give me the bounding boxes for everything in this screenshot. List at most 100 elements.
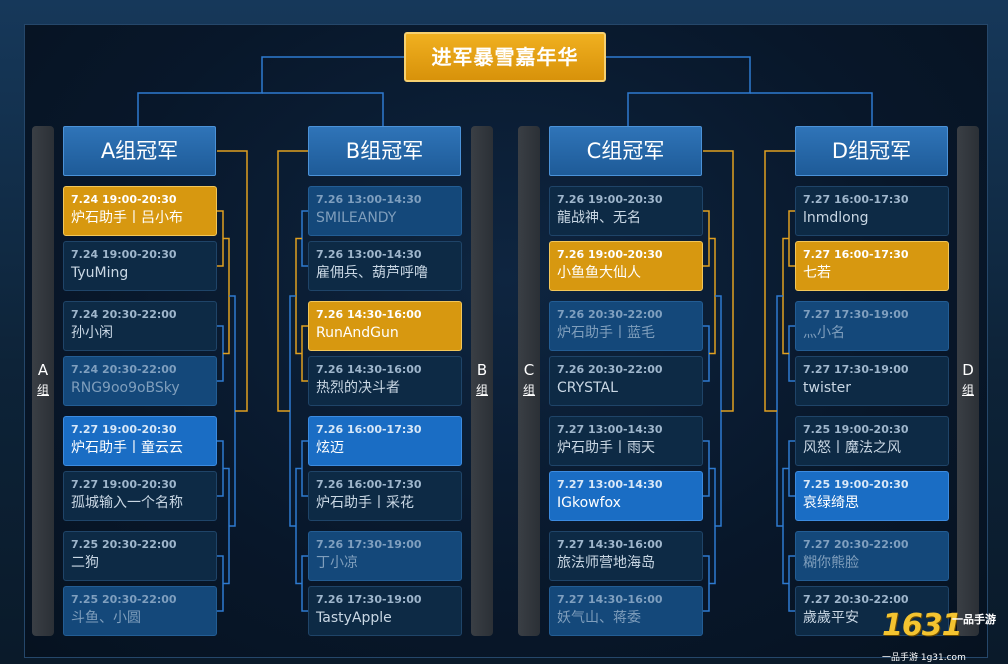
player-name: 歲歲平安: [803, 610, 859, 626]
match-time: 7.27 14:30-16:00: [557, 538, 663, 551]
match-card-c-5[interactable]: 7.27 13:00-14:30 炉石助手丨雨天: [549, 416, 703, 466]
match-card-d-1[interactable]: 7.27 16:00-17:30 lnmdlong: [795, 186, 949, 236]
match-card-c-7[interactable]: 7.27 14:30-16:00 旅法师营地海岛: [549, 531, 703, 581]
player-name: 糊你熊脸: [803, 555, 859, 571]
match-time: 7.24 20:30-22:00: [71, 308, 177, 321]
group-header-a[interactable]: A组冠军: [63, 126, 216, 176]
player-name: SMILEANDY: [316, 210, 397, 226]
match-card-b-4[interactable]: 7.26 14:30-16:00 热烈的决斗者: [308, 356, 462, 406]
site-logo: 1631 一品手游 一品手游 1g31.com: [882, 608, 996, 663]
group-header-d[interactable]: D组冠军: [795, 126, 948, 176]
player-name: 炉石助手丨吕小布: [71, 210, 183, 226]
match-card-d-6[interactable]: 7.25 19:00-20:30 哀绿绮思: [795, 471, 949, 521]
match-time: 7.26 20:30-22:00: [557, 308, 663, 321]
player-name: CRYSTAL: [557, 380, 618, 396]
match-time: 7.27 17:30-19:00: [803, 363, 909, 376]
player-name: 斗鱼、小圆: [71, 610, 141, 626]
match-time: 7.25 19:00-20:30: [803, 478, 909, 491]
match-time: 7.24 19:00-20:30: [71, 248, 177, 261]
player-name: 丁小凉: [316, 555, 358, 571]
player-name: 灬小名: [803, 325, 845, 341]
match-time: 7.26 16:00-17:30: [316, 478, 422, 491]
player-name: 炫迈: [316, 440, 344, 456]
player-name: RNG9oo9oBSky: [71, 380, 180, 396]
player-name: 孤城输入一个名称: [71, 495, 183, 511]
player-name: TastyApple: [316, 610, 392, 626]
player-name: 妖气山、蒋委: [557, 610, 641, 626]
match-card-a-8[interactable]: 7.25 20:30-22:00 斗鱼、小圆: [63, 586, 217, 636]
match-time: 7.26 17:30-19:00: [316, 593, 422, 606]
match-time: 7.26 13:00-14:30: [316, 193, 422, 206]
match-card-d-2[interactable]: 7.27 16:00-17:30 七若: [795, 241, 949, 291]
player-name: 炉石助手丨采花: [316, 495, 414, 511]
match-card-c-8[interactable]: 7.27 14:30-16:00 妖气山、蒋委: [549, 586, 703, 636]
match-card-a-1[interactable]: 7.24 19:00-20:30 炉石助手丨吕小布: [63, 186, 217, 236]
match-card-d-3[interactable]: 7.27 17:30-19:00 灬小名: [795, 301, 949, 351]
player-name: 哀绿绮思: [803, 495, 859, 511]
match-card-a-7[interactable]: 7.25 20:30-22:00 二狗: [63, 531, 217, 581]
match-card-a-3[interactable]: 7.24 20:30-22:00 孙小闲: [63, 301, 217, 351]
player-name: 旅法师营地海岛: [557, 555, 655, 571]
match-time: 7.27 14:30-16:00: [557, 593, 663, 606]
match-time: 7.24 20:30-22:00: [71, 363, 177, 376]
match-time: 7.26 13:00-14:30: [316, 248, 422, 261]
match-time: 7.27 17:30-19:00: [803, 308, 909, 321]
group-header-c[interactable]: C组冠军: [549, 126, 702, 176]
match-card-d-4[interactable]: 7.27 17:30-19:00 twister: [795, 356, 949, 406]
match-time: 7.26 14:30-16:00: [316, 363, 422, 376]
match-card-d-5[interactable]: 7.25 19:00-20:30 风怒丨魔法之风: [795, 416, 949, 466]
group-header-b[interactable]: B组冠军: [308, 126, 461, 176]
player-name: 炉石助手丨蓝毛: [557, 325, 655, 341]
match-time: 7.27 16:00-17:30: [803, 193, 909, 206]
match-time: 7.26 20:30-22:00: [557, 363, 663, 376]
player-name: 炉石助手丨雨天: [557, 440, 655, 456]
match-time: 7.27 16:00-17:30: [803, 248, 909, 261]
player-name: 龍战神、无名: [557, 210, 641, 226]
match-time: 7.26 17:30-19:00: [316, 538, 422, 551]
match-time: 7.25 19:00-20:30: [803, 423, 909, 436]
match-card-c-1[interactable]: 7.26 19:00-20:30 龍战神、无名: [549, 186, 703, 236]
match-time: 7.27 20:30-22:00: [803, 538, 909, 551]
match-time: 7.27 13:00-14:30: [557, 423, 663, 436]
player-name: IGkowfox: [557, 495, 621, 511]
match-card-c-2[interactable]: 7.26 19:00-20:30 小鱼鱼大仙人: [549, 241, 703, 291]
match-card-c-3[interactable]: 7.26 20:30-22:00 炉石助手丨蓝毛: [549, 301, 703, 351]
player-name: TyuMing: [71, 265, 129, 281]
player-name: lnmdlong: [803, 210, 869, 226]
match-card-b-2[interactable]: 7.26 13:00-14:30 雇佣兵、葫芦呼噜: [308, 241, 462, 291]
player-name: 雇佣兵、葫芦呼噜: [316, 265, 428, 281]
player-name: 热烈的决斗者: [316, 380, 400, 396]
match-time: 7.26 19:00-20:30: [557, 248, 663, 261]
match-time: 7.27 19:00-20:30: [71, 478, 177, 491]
match-time: 7.25 20:30-22:00: [71, 538, 177, 551]
match-card-b-6[interactable]: 7.26 16:00-17:30 炉石助手丨采花: [308, 471, 462, 521]
page-title: 进军暴雪嘉年华: [404, 32, 606, 82]
player-name: 小鱼鱼大仙人: [557, 265, 641, 281]
match-time: 7.25 20:30-22:00: [71, 593, 177, 606]
player-name: twister: [803, 380, 851, 396]
player-name: 风怒丨魔法之风: [803, 440, 901, 456]
match-time: 7.27 19:00-20:30: [71, 423, 177, 436]
player-name: 七若: [803, 265, 831, 281]
match-time: 7.26 19:00-20:30: [557, 193, 663, 206]
match-card-d-7[interactable]: 7.27 20:30-22:00 糊你熊脸: [795, 531, 949, 581]
match-card-a-6[interactable]: 7.27 19:00-20:30 孤城输入一个名称: [63, 471, 217, 521]
match-time: 7.24 19:00-20:30: [71, 193, 177, 206]
player-name: 孙小闲: [71, 325, 113, 341]
match-card-b-7[interactable]: 7.26 17:30-19:00 丁小凉: [308, 531, 462, 581]
match-time: 7.27 13:00-14:30: [557, 478, 663, 491]
player-name: 二狗: [71, 555, 99, 571]
